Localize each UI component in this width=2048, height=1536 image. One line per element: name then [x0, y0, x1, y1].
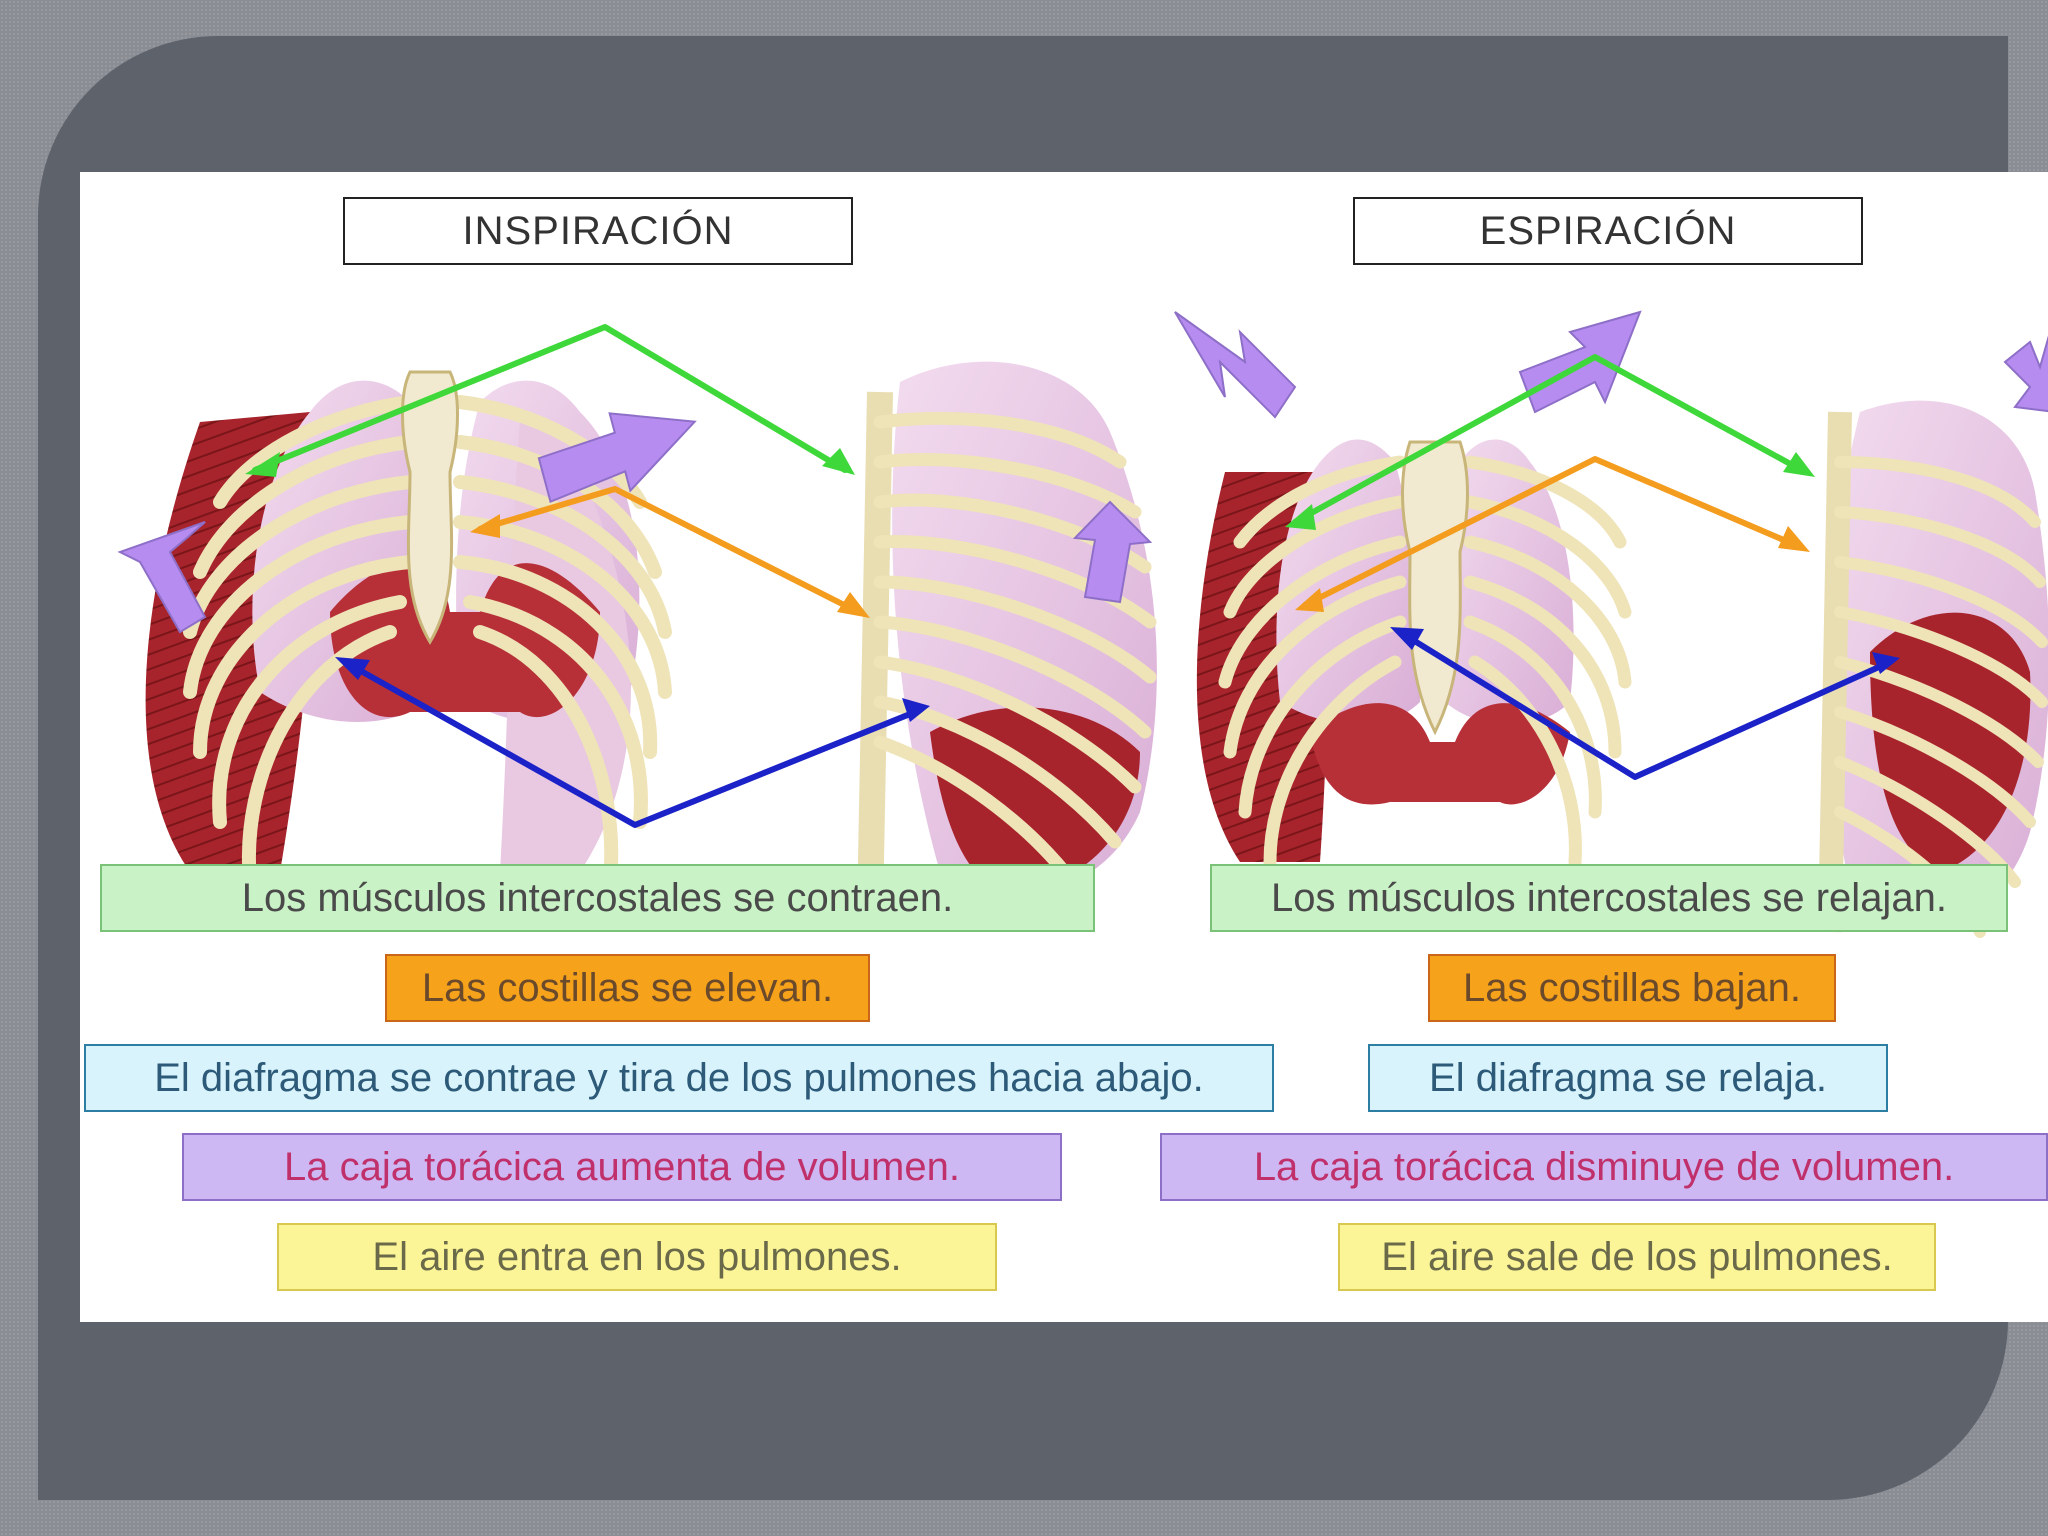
- arrowhead: [470, 514, 500, 538]
- expiration-costillas-pointer: [1302, 456, 1803, 608]
- expiration-intercostal-pointer: [1292, 354, 1808, 525]
- inspiration-front-ribcage: [145, 370, 672, 889]
- expiration-aire-label: El aire sale de los pulmones.: [1338, 1223, 1936, 1291]
- expiration-front-ribcage: [1196, 439, 1632, 869]
- inspiration-outward-arrow-right: [537, 412, 697, 504]
- arrowhead: [1390, 627, 1424, 650]
- expiration-downward-arrow: [2003, 335, 2048, 413]
- inspiration-diafragma-label: El diafragma se contrae y tira de los pu…: [84, 1044, 1274, 1112]
- inspiration-caja-label: La caja torácica aumenta de volumen.: [182, 1133, 1062, 1201]
- expiration-intercostal-label: Los músculos intercostales se relajan.: [1210, 864, 2008, 932]
- arrowhead: [822, 448, 855, 475]
- arrowhead: [335, 657, 370, 680]
- expiration-title: ESPIRACIÓN: [1353, 197, 1863, 265]
- inspiration-upward-arrow: [1072, 500, 1153, 604]
- expiration-caja-label: La caja torácica disminuye de volumen.: [1160, 1133, 2048, 1201]
- inspiration-outward-arrow-left: [117, 521, 207, 634]
- inspiration-intercostal-pointer: [252, 324, 848, 473]
- expiration-diafragma-label: El diafragma se relaja.: [1368, 1044, 1888, 1112]
- inspiration-diafragma-pointer: [342, 659, 923, 828]
- arrowhead: [1783, 452, 1815, 477]
- arrowhead: [1778, 526, 1810, 552]
- arrowhead: [837, 592, 870, 618]
- inspiration-costillas-pointer: [477, 486, 863, 616]
- inspiration-title: INSPIRACIÓN: [343, 197, 853, 265]
- inspiration-aire-label: El aire entra en los pulmones.: [277, 1223, 997, 1291]
- expiration-inward-arrow-left: [1174, 311, 1297, 419]
- inspiration-side-ribcage: [857, 361, 1157, 913]
- arrowhead: [1295, 588, 1324, 612]
- inspiration-intercostal-label: Los músculos intercostales se contraen.: [100, 864, 1095, 932]
- arrowhead: [1872, 652, 1900, 674]
- inspiration-costillas-label: Las costillas se elevan.: [385, 954, 870, 1022]
- expiration-side-ribcage: [1818, 400, 2048, 938]
- arrowhead: [1285, 504, 1316, 530]
- respiration-diagram: INSPIRACIÓN ESPIRACIÓN Los músculos inte…: [80, 172, 2048, 1322]
- expiration-costillas-label: Las costillas bajan.: [1428, 954, 1836, 1022]
- expiration-diafragma-pointer: [1397, 629, 1893, 780]
- arrowhead: [902, 698, 930, 722]
- arrowhead: [245, 452, 280, 477]
